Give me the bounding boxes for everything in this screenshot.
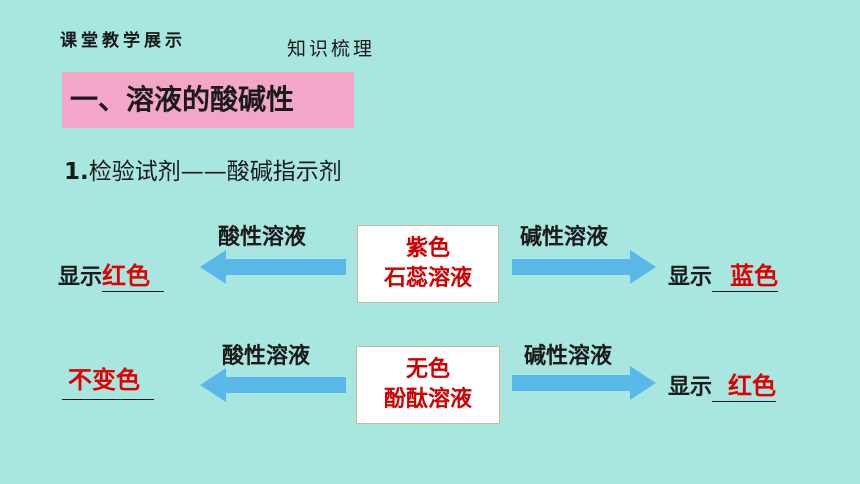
base-label-row2: 碱性溶液 xyxy=(524,344,613,369)
result-answer: 不变色 xyxy=(68,366,140,394)
result-answer: 蓝色 xyxy=(712,256,779,292)
indicator-name: 石蕊溶液 xyxy=(383,266,472,291)
result-prefix: 显示 xyxy=(668,265,713,290)
indicator-color: 无色 xyxy=(405,357,450,382)
result-prefix: 显示 xyxy=(668,375,713,400)
left-arrow-icon xyxy=(200,368,346,402)
result-left-row1: 显示红色 xyxy=(58,256,165,292)
left-arrow-icon xyxy=(200,250,346,284)
indicator-box-litmus: 紫色 石蕊溶液 xyxy=(357,225,499,303)
right-arrow-icon xyxy=(512,250,656,284)
right-arrow-icon xyxy=(512,366,656,400)
topic-title: 知识梳理 xyxy=(287,38,376,60)
result-right-row1: 显示蓝色 xyxy=(668,256,779,292)
subtitle-number: 1. xyxy=(64,159,89,185)
subtitle: 1.检验试剂——酸碱指示剂 xyxy=(64,152,342,186)
course-title: 课堂教学展示 xyxy=(60,31,186,51)
result-prefix: 显示 xyxy=(58,265,103,290)
section-title: 一、溶液的酸碱性 xyxy=(62,72,354,128)
result-left-row2: 不变色 xyxy=(62,360,154,400)
indicator-name: 酚酞溶液 xyxy=(383,387,472,412)
acid-label-row1: 酸性溶液 xyxy=(218,225,307,250)
base-label-row1: 碱性溶液 xyxy=(520,225,609,250)
result-answer: 红色 xyxy=(102,256,165,292)
indicator-color: 紫色 xyxy=(405,236,450,261)
result-answer: 红色 xyxy=(712,366,777,402)
answer-underline xyxy=(62,399,154,400)
indicator-box-phenolphthalein: 无色 酚酞溶液 xyxy=(356,346,500,424)
subtitle-text: 检验试剂——酸碱指示剂 xyxy=(88,159,342,185)
result-right-row2: 显示红色 xyxy=(668,366,777,402)
acid-label-row2: 酸性溶液 xyxy=(222,344,311,369)
